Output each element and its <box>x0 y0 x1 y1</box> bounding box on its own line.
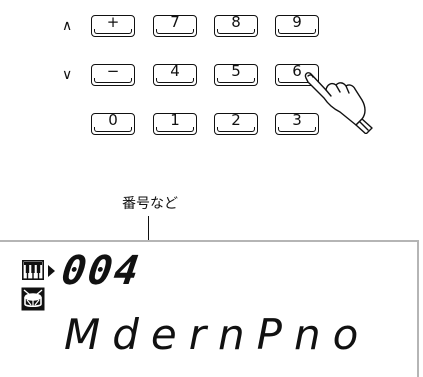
key-6-label: 6 <box>292 62 302 80</box>
key-plus[interactable]: + <box>91 15 135 37</box>
key-minus[interactable]: − <box>91 64 135 86</box>
key-8[interactable]: 8 <box>214 15 258 37</box>
up-arrow-indicator: ∧ <box>62 18 73 34</box>
key-1-label: 1 <box>170 111 180 129</box>
key-7-label: 7 <box>170 13 180 31</box>
key-9-label: 9 <box>292 13 302 31</box>
callout-leader-line <box>148 216 149 240</box>
tone-name-readout: MdernPno <box>64 310 371 359</box>
lcd-display: 004 MdernPno <box>0 240 423 377</box>
key-3-label: 3 <box>292 111 302 129</box>
key-0-label: 0 <box>108 111 118 129</box>
key-5-label: 5 <box>231 62 241 80</box>
key-8-label: 8 <box>231 13 241 31</box>
key-1[interactable]: 1 <box>153 113 197 135</box>
down-arrow-indicator: ∨ <box>62 67 73 83</box>
key-5[interactable]: 5 <box>214 64 258 86</box>
drum-icon <box>21 287 45 311</box>
key-3[interactable]: 3 <box>275 113 319 135</box>
key-4[interactable]: 4 <box>153 64 197 86</box>
key-4-label: 4 <box>170 62 180 80</box>
play-marker-icon <box>48 265 55 277</box>
key-7[interactable]: 7 <box>153 15 197 37</box>
key-9[interactable]: 9 <box>275 15 319 37</box>
tone-number-readout: 004 <box>58 248 144 294</box>
pointing-hand-icon <box>304 72 373 134</box>
number-callout-label: 番号など <box>122 196 178 212</box>
lcd-frame <box>0 240 419 377</box>
key-minus-label: − <box>106 62 120 80</box>
key-2[interactable]: 2 <box>214 113 258 135</box>
key-plus-label: + <box>106 13 120 31</box>
keyboard-icon <box>22 260 44 280</box>
key-2-label: 2 <box>231 111 241 129</box>
number-keypad: ∧ ∨ + 7 8 9 − 4 5 6 0 1 2 3 <box>0 0 423 140</box>
key-0[interactable]: 0 <box>91 113 135 135</box>
